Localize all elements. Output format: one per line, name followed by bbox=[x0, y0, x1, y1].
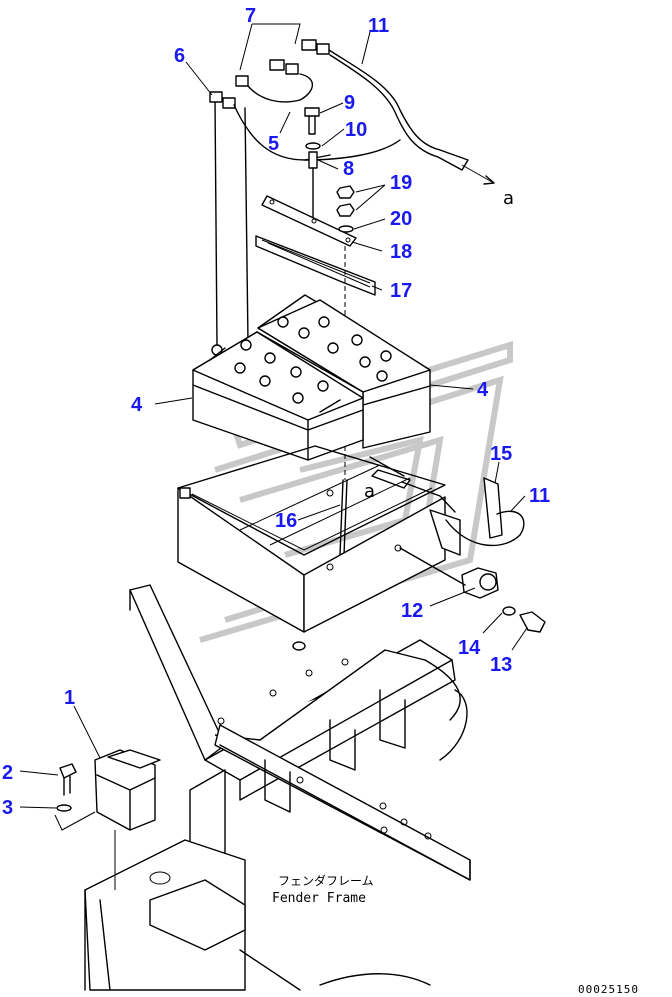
washer-20 bbox=[338, 225, 354, 233]
reference-mark-top: a bbox=[503, 188, 514, 209]
callout-2: 2 bbox=[2, 762, 13, 784]
frame-label-japanese: フェンダフレーム bbox=[278, 873, 374, 888]
washer-3 bbox=[56, 804, 72, 812]
callout-6: 6 bbox=[174, 45, 185, 67]
washer-10 bbox=[305, 142, 321, 150]
callout-5: 5 bbox=[268, 133, 279, 155]
callout-20: 20 bbox=[390, 208, 412, 230]
reference-mark-box: a bbox=[364, 481, 375, 502]
bolt-13 bbox=[519, 611, 546, 633]
callout-12: 12 bbox=[401, 600, 423, 622]
leader-lines bbox=[19, 23, 528, 809]
battery-rear bbox=[257, 294, 431, 449]
callout-3: 3 bbox=[2, 797, 13, 819]
nut-19b bbox=[336, 203, 355, 217]
terminal-negative bbox=[211, 344, 223, 356]
callout-16: 16 bbox=[275, 510, 297, 532]
cable-15 bbox=[483, 477, 503, 539]
callout-labels: 7 6 11 9 10 5 8 19 20 18 17 4 4 15 11 16… bbox=[2, 5, 550, 819]
callout-4-right: 4 bbox=[477, 379, 489, 401]
callout-1: 1 bbox=[64, 687, 75, 709]
nut-19a bbox=[336, 185, 355, 199]
bracket-1 bbox=[94, 749, 156, 831]
washer-14 bbox=[502, 606, 516, 616]
callout-7: 7 bbox=[245, 5, 256, 27]
connector-7e bbox=[316, 43, 330, 55]
frame-label-english: Fender Frame bbox=[272, 891, 366, 906]
callout-9: 9 bbox=[344, 92, 355, 114]
callout-13: 13 bbox=[490, 654, 512, 676]
callout-4-left: 4 bbox=[131, 394, 143, 416]
bolt-2 bbox=[59, 763, 77, 779]
callout-14: 14 bbox=[458, 637, 481, 659]
callout-17: 17 bbox=[390, 280, 412, 302]
connector-7b bbox=[269, 59, 285, 71]
callout-18: 18 bbox=[390, 241, 412, 263]
harness-assembly bbox=[209, 39, 495, 346]
callout-8: 8 bbox=[343, 158, 354, 180]
bolt-9-head bbox=[304, 107, 320, 117]
hold-down-parts bbox=[255, 185, 376, 581]
battery-box bbox=[177, 445, 546, 651]
terminal-positive bbox=[240, 339, 252, 351]
fender-frame bbox=[84, 584, 471, 991]
bracket-assembly bbox=[54, 749, 161, 890]
connector-7c bbox=[285, 63, 299, 75]
connector-6b bbox=[222, 97, 236, 109]
connector-6a bbox=[209, 91, 223, 103]
callout-11-right: 11 bbox=[529, 485, 550, 507]
callout-15: 15 bbox=[490, 443, 512, 465]
drawing-code: 00025150 bbox=[578, 983, 639, 996]
clip-8 bbox=[308, 151, 318, 169]
callout-10: 10 bbox=[345, 119, 367, 141]
callout-19: 19 bbox=[390, 172, 412, 194]
bracket-18 bbox=[261, 195, 357, 247]
callout-11-top: 11 bbox=[368, 15, 389, 37]
connector-7a bbox=[235, 75, 249, 87]
connector-7d bbox=[301, 39, 317, 51]
battery-front bbox=[192, 331, 364, 461]
